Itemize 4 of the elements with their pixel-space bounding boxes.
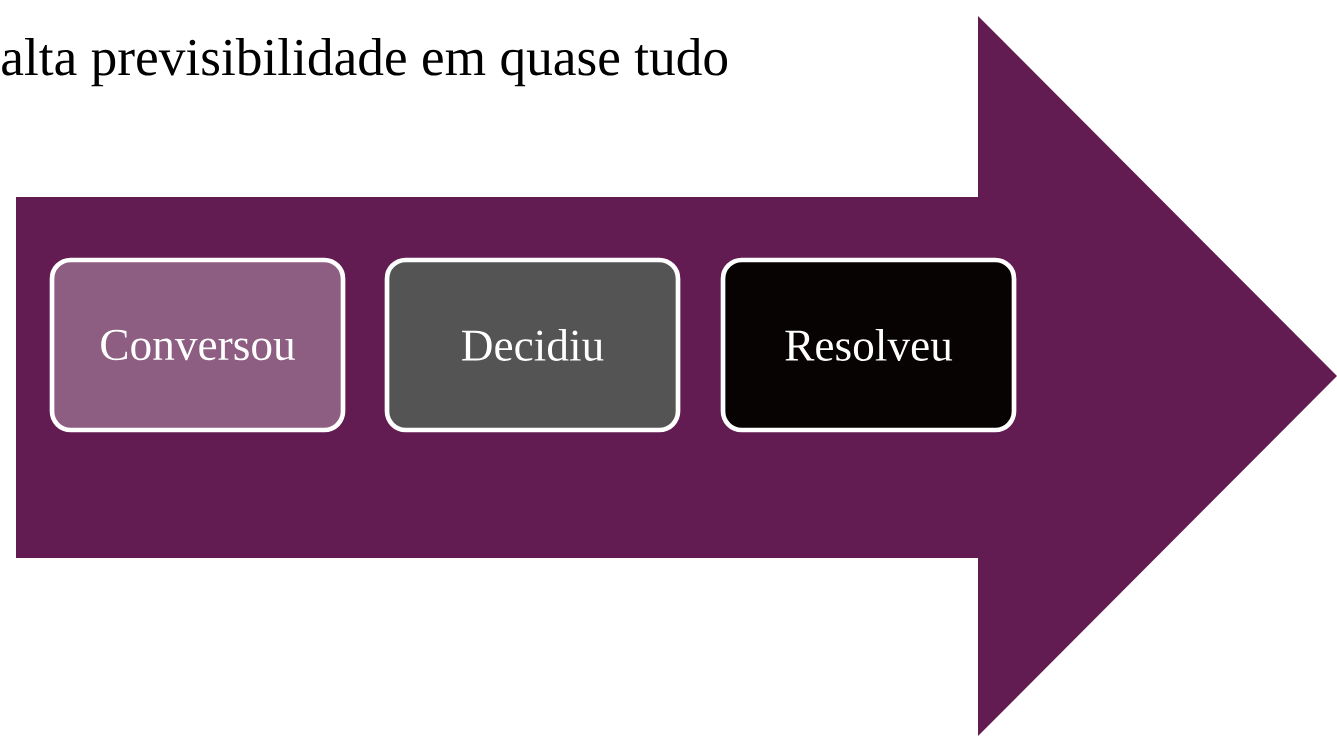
heading-text: alta previsibilidade em quase tudo — [2, 38, 728, 87]
step-box: Decidiu — [384, 257, 681, 433]
step-box: Resolveu — [720, 257, 1017, 433]
step-box: Conversou — [49, 257, 346, 433]
